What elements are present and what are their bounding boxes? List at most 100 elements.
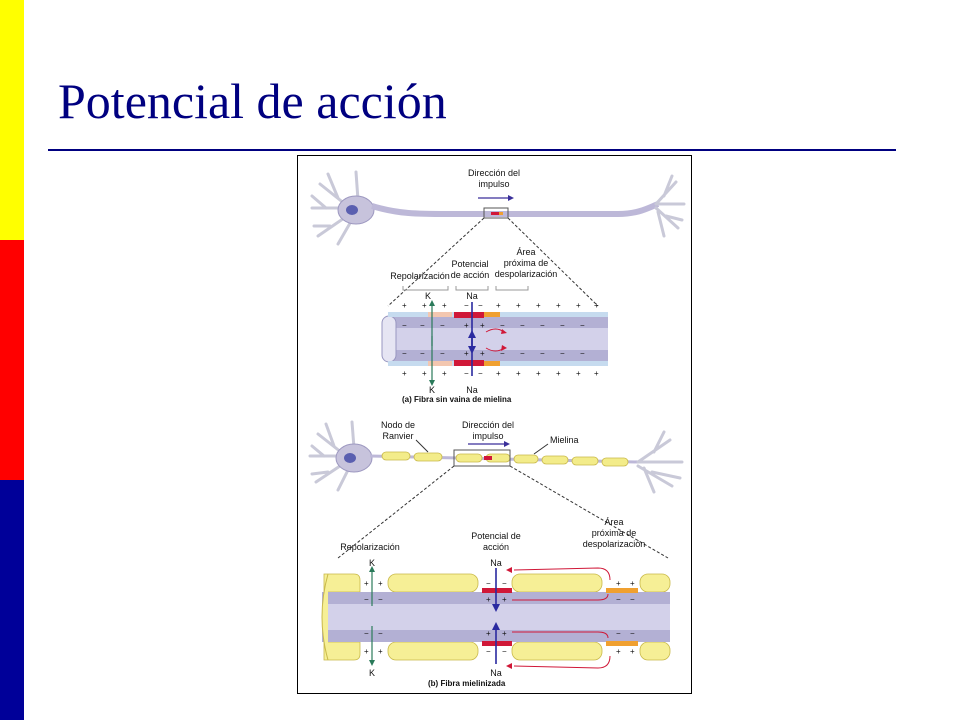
title-underline	[48, 149, 896, 151]
svg-text:−: −	[378, 629, 383, 638]
panel-b-depolarization-line3: despolarización	[583, 539, 646, 549]
svg-text:−: −	[502, 647, 507, 656]
svg-text:−: −	[630, 595, 635, 604]
action-potential-diagram: Dirección del impulso Repolarización Pot…	[297, 155, 692, 694]
panel-a-action-potential-line2: de acción	[451, 270, 490, 280]
svg-text:+: +	[502, 595, 507, 604]
panel-a-depolarization-line3: despolarización	[495, 269, 558, 279]
svg-text:+: +	[464, 321, 469, 330]
panel-b-na-top: Na	[490, 558, 502, 568]
svg-text:+: +	[402, 369, 407, 378]
svg-text:−: −	[364, 595, 369, 604]
svg-text:+: +	[496, 301, 501, 310]
svg-text:−: −	[500, 349, 505, 358]
svg-text:+: +	[486, 595, 491, 604]
svg-text:−: −	[486, 647, 491, 656]
panel-a-repolarization-label: Repolarización	[390, 271, 450, 281]
svg-text:+: +	[630, 579, 635, 588]
panel-a-depolarization-line1: Área	[516, 247, 535, 257]
side-bar-yellow	[0, 0, 24, 240]
panel-a-na-top: Na	[466, 291, 478, 301]
svg-text:−: −	[540, 349, 545, 358]
svg-text:+: +	[480, 321, 485, 330]
svg-text:−: −	[420, 321, 425, 330]
panel-b-depolarization-line2: próxima de	[592, 528, 637, 538]
svg-text:−: −	[616, 629, 621, 638]
panel-b-k-bottom: K	[369, 668, 375, 678]
svg-text:+: +	[616, 579, 621, 588]
panel-b-k-top: K	[369, 558, 375, 568]
panel-b-node-line2: Ranvier	[382, 431, 413, 441]
svg-text:−: −	[440, 321, 445, 330]
panel-b-myelin-label: Mielina	[550, 435, 579, 445]
svg-text:−: −	[502, 579, 507, 588]
svg-text:+: +	[496, 369, 501, 378]
svg-text:−: −	[402, 349, 407, 358]
svg-text:+: +	[594, 369, 599, 378]
svg-text:+: +	[502, 629, 507, 638]
svg-text:−: −	[378, 595, 383, 604]
svg-text:−: −	[402, 321, 407, 330]
svg-text:+: +	[378, 647, 383, 656]
svg-text:+: +	[480, 349, 485, 358]
svg-text:+: +	[616, 647, 621, 656]
svg-text:−: −	[420, 349, 425, 358]
svg-text:−: −	[486, 579, 491, 588]
panel-b-direction-line1: Dirección del	[462, 420, 514, 430]
panel-a-axon-segment: +++−−++++++ +++−−++++++ −−−++−−−−− −−−++…	[381, 300, 608, 386]
svg-text:+: +	[422, 301, 427, 310]
panel-a-direction-line2: impulso	[478, 179, 509, 189]
svg-text:+: +	[516, 301, 521, 310]
svg-text:−: −	[630, 629, 635, 638]
panel-b-action-potential-line2: acción	[483, 542, 509, 552]
svg-text:−: −	[464, 301, 469, 310]
svg-text:+: +	[402, 301, 407, 310]
svg-text:+: +	[364, 579, 369, 588]
side-bar-blue	[0, 480, 24, 720]
svg-text:+: +	[378, 579, 383, 588]
panel-a-k-bottom: K	[429, 385, 435, 395]
svg-text:+: +	[364, 647, 369, 656]
panel-a-neuron: Dirección del impulso	[310, 168, 686, 246]
panel-b-caption: (b) Fibra mielinizada	[428, 679, 506, 688]
svg-text:+: +	[536, 301, 541, 310]
svg-text:+: +	[516, 369, 521, 378]
panel-b-depolarization-line1: Área	[604, 517, 623, 527]
svg-text:+: +	[536, 369, 541, 378]
svg-text:−: −	[560, 349, 565, 358]
svg-text:+: +	[442, 301, 447, 310]
svg-text:+: +	[576, 301, 581, 310]
svg-text:+: +	[422, 369, 427, 378]
svg-text:−: −	[520, 321, 525, 330]
panel-b-action-potential-line1: Potencial de	[471, 531, 521, 541]
svg-text:−: −	[520, 349, 525, 358]
svg-text:+: +	[464, 349, 469, 358]
svg-text:−: −	[464, 369, 469, 378]
svg-text:+: +	[576, 369, 581, 378]
svg-text:−: −	[580, 349, 585, 358]
panel-a-action-potential-line1: Potencial	[451, 259, 488, 269]
panel-a-na-bottom: Na	[466, 385, 478, 395]
svg-text:−: −	[540, 321, 545, 330]
svg-text:−: −	[580, 321, 585, 330]
panel-b-repolarization-label: Repolarización	[340, 542, 400, 552]
panel-b-na-bottom: Na	[490, 668, 502, 678]
panel-a-k-top: K	[425, 291, 431, 301]
svg-text:−: −	[500, 321, 505, 330]
slide-title: Potencial de acción	[58, 73, 447, 129]
svg-text:+: +	[594, 301, 599, 310]
side-bar-red	[0, 240, 24, 480]
panel-b-node-line1: Nodo de	[381, 420, 415, 430]
svg-text:+: +	[556, 301, 561, 310]
panel-a-depolarization-line2: próxima de	[504, 258, 549, 268]
svg-text:−: −	[616, 595, 621, 604]
svg-text:−: −	[478, 369, 483, 378]
svg-text:−: −	[440, 349, 445, 358]
svg-text:−: −	[478, 301, 483, 310]
panel-b-axon-segment: ++ −− ++ −− ++ −− −− ++ −− ++ −− ++	[321, 566, 671, 669]
svg-text:+: +	[630, 647, 635, 656]
panel-b-neuron	[308, 420, 684, 494]
svg-text:+: +	[556, 369, 561, 378]
panel-a-direction-line1: Dirección del	[468, 168, 520, 178]
svg-text:−: −	[560, 321, 565, 330]
